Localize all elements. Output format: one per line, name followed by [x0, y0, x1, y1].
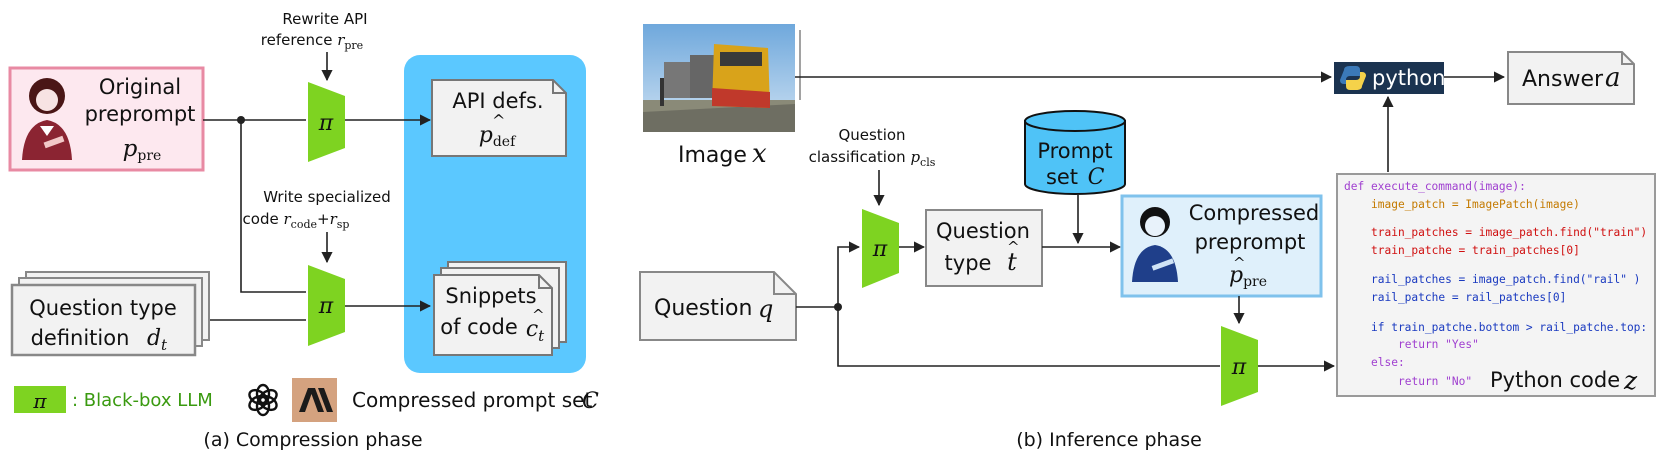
person-icon-blue [1132, 207, 1178, 282]
qcls-note-line1: Question [838, 126, 905, 144]
svg-text:pdef: pdef [479, 123, 517, 150]
original-preprompt-box: Original preprompt ppre [8, 66, 205, 172]
caption-compression: (a) Compression phase [203, 429, 422, 451]
svg-text:API defs.: API defs. [452, 89, 543, 113]
svg-text:Compressed: Compressed [1189, 201, 1320, 225]
code-line-10: return "No" [1398, 375, 1472, 388]
legend-pi-swatch [14, 386, 66, 413]
legend: π : Black-box LLM Compressed prompt set … [14, 378, 599, 422]
code-line-6: rail_patche = rail_patches[0] [1371, 291, 1566, 304]
svg-text:ct: ct [526, 317, 545, 345]
openai-logo-icon [248, 383, 278, 417]
svg-text:π: π [872, 237, 888, 262]
write-note-line1: Write specialized [263, 188, 391, 206]
api-defs-box: API defs. pdef ^ [431, 79, 567, 157]
orig-branch-line [240, 120, 306, 293]
code-line-5: rail_patches = image_patch.find("rail" ) [1371, 273, 1640, 286]
svg-text:π: π [32, 389, 47, 413]
svg-text:^: ^ [532, 306, 545, 324]
svg-text:^: ^ [1233, 254, 1246, 272]
svg-text:Question: Question [936, 219, 1030, 243]
question-type-box: Question type t ^ [925, 209, 1043, 287]
svg-text:t: t [1007, 248, 1017, 276]
svg-text:set: set [1046, 165, 1078, 189]
svg-text:^: ^ [492, 111, 505, 130]
legend-set-symbol: C [582, 389, 599, 414]
qtype-definition-box: Question type definition dt [10, 271, 210, 357]
code-line-7: if train_patche.bottom > rail_patche.top… [1371, 321, 1647, 334]
svg-text:a: a [1605, 63, 1621, 93]
question-to-classifier-arrow [837, 241, 861, 307]
svg-text:π: π [318, 111, 334, 136]
original-preprompt-line2: preprompt [85, 102, 196, 126]
svg-text:π: π [318, 294, 334, 319]
legend-set-text: Compressed prompt set [352, 388, 592, 412]
svg-text:dt: dt [147, 326, 168, 354]
code-line-9: else: [1371, 356, 1405, 369]
code-symbol: z [1623, 366, 1638, 395]
svg-text:of code: of code [440, 315, 518, 339]
svg-text:Snippets: Snippets [445, 284, 536, 308]
code-line-3: train_patches = image_patch.find("train"… [1371, 226, 1647, 239]
anthropic-logo-icon [292, 378, 337, 422]
compressed-preprompt-box: Compressed preprompt ppre ^ [1120, 194, 1323, 298]
rewrite-note-line2: reference rpre [261, 31, 363, 52]
person-icon [22, 78, 72, 160]
snippets-box: Snippets of code ct ^ [433, 261, 567, 356]
svg-text:python: python [1372, 66, 1445, 90]
svg-text:Question: Question [654, 296, 752, 321]
svg-text:Question type: Question type [29, 296, 177, 320]
question-to-generator-line [837, 307, 1220, 367]
qcls-note-line2: classification pcls [809, 148, 936, 169]
write-note-line2: code rcode+rsp [243, 210, 350, 231]
svg-text:Prompt: Prompt [1037, 139, 1112, 163]
svg-text:π: π [1231, 355, 1247, 380]
code-line-8: return "Yes" [1398, 338, 1479, 351]
code-label: Python code [1490, 368, 1620, 392]
image-symbol: x [752, 139, 767, 169]
llm-pi-upper: π [308, 82, 345, 162]
llm-pi-generator: π [1221, 326, 1258, 406]
python-code-box: def execute_command(image): image_patch … [1336, 173, 1656, 397]
image-label: Image [678, 143, 747, 168]
caption-inference: (b) Inference phase [1016, 429, 1202, 451]
train-image [643, 24, 801, 132]
original-preprompt-line1: Original [99, 75, 181, 99]
svg-text:definition: definition [31, 326, 130, 350]
question-box: Question q [639, 271, 797, 341]
python-logo-icon: python [1334, 62, 1445, 94]
legend-llm-text: : Black-box LLM [72, 390, 213, 411]
prompt-set-cylinder: Prompt set C [1024, 110, 1126, 195]
svg-text:C: C [1088, 165, 1105, 190]
code-line-1: def execute_command(image): [1344, 180, 1526, 193]
svg-text:q: q [758, 295, 773, 323]
code-line-4: train_patche = train_patches[0] [1371, 244, 1580, 257]
svg-text:ppre: ppre [1229, 263, 1267, 290]
llm-pi-lower: π [308, 265, 345, 346]
code-line-2: image_patch = ImagePatch(image) [1371, 198, 1580, 211]
rewrite-note-line1: Rewrite API [282, 10, 367, 28]
svg-text:^: ^ [1007, 238, 1020, 256]
p-pre-symbol: ppre [123, 136, 162, 164]
llm-pi-classifier: π [862, 209, 899, 288]
svg-text:Answer: Answer [1522, 67, 1604, 92]
svg-text:preprompt: preprompt [1195, 230, 1306, 254]
svg-text:type: type [945, 251, 992, 275]
answer-box: Answer a [1507, 51, 1635, 105]
